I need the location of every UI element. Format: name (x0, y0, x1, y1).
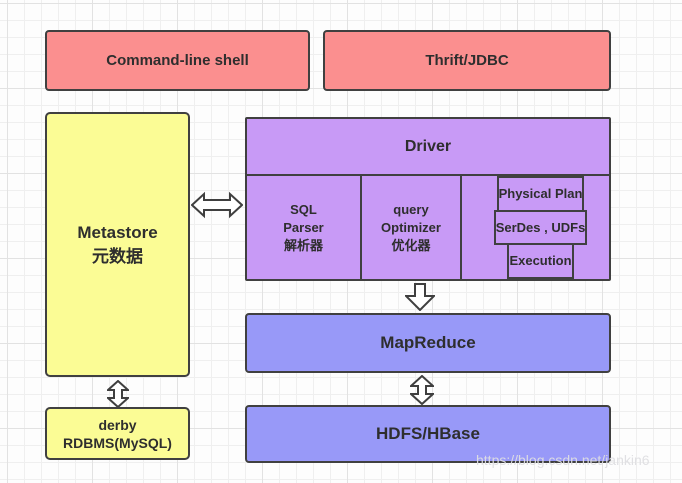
mapreduce-hdfs-bidirectional-arrow-icon (410, 375, 434, 405)
derby-rdbms-box: derby RDBMS(MySQL) (45, 407, 190, 460)
metastore-subtitle: 元数据 (92, 246, 143, 266)
thrift-jdbc-label: Thrift/JDBC (425, 52, 509, 69)
command-line-shell-label: Command-line shell (106, 52, 249, 69)
mapreduce-box: MapReduce (245, 313, 611, 373)
driver-right-stack: Physical Plan SerDes , UDFs Execution (462, 176, 609, 280)
metastore-box: Metastore 元数据 (45, 112, 190, 377)
derby-line2: RDBMS(MySQL) (63, 434, 172, 451)
query-optimizer-line3: 优化器 (391, 237, 431, 253)
execution-cell: Execution (507, 243, 574, 280)
derby-line1: derby (98, 416, 137, 433)
metastore-title: Metastore (77, 222, 158, 242)
hdfs-hbase-box: HDFS/HBase (245, 405, 611, 463)
sql-parser-line2: Parser (283, 219, 324, 235)
watermark-url: https://blog.csdn.net/jankin6 (476, 452, 650, 468)
mapreduce-label: MapReduce (380, 333, 476, 352)
driver-box: Driver SQL Parser 解析器 query Optimizer 优化… (245, 117, 611, 281)
sql-parser-line3: 解析器 (283, 237, 323, 253)
serdes-udfs-cell: SerDes , UDFs (493, 209, 588, 246)
physical-plan-cell: Physical Plan (496, 176, 585, 212)
query-optimizer-line2: Optimizer (381, 219, 441, 235)
sql-parser-cell: SQL Parser 解析器 (247, 176, 362, 279)
thrift-jdbc-box: Thrift/JDBC (323, 30, 611, 91)
driver-mapreduce-down-arrow-icon (405, 283, 435, 311)
hdfs-hbase-label: HDFS/HBase (376, 424, 480, 443)
command-line-shell-box: Command-line shell (45, 30, 310, 91)
query-optimizer-cell: query Optimizer 优化器 (362, 176, 462, 279)
sql-parser-line1: SQL (290, 201, 317, 217)
query-optimizer-line1: query (393, 201, 429, 217)
driver-title: Driver (247, 119, 609, 176)
metastore-driver-bidirectional-arrow-icon (191, 191, 243, 219)
driver-body: SQL Parser 解析器 query Optimizer 优化器 Physi… (247, 176, 609, 280)
metastore-derby-bidirectional-arrow-icon (107, 380, 129, 408)
